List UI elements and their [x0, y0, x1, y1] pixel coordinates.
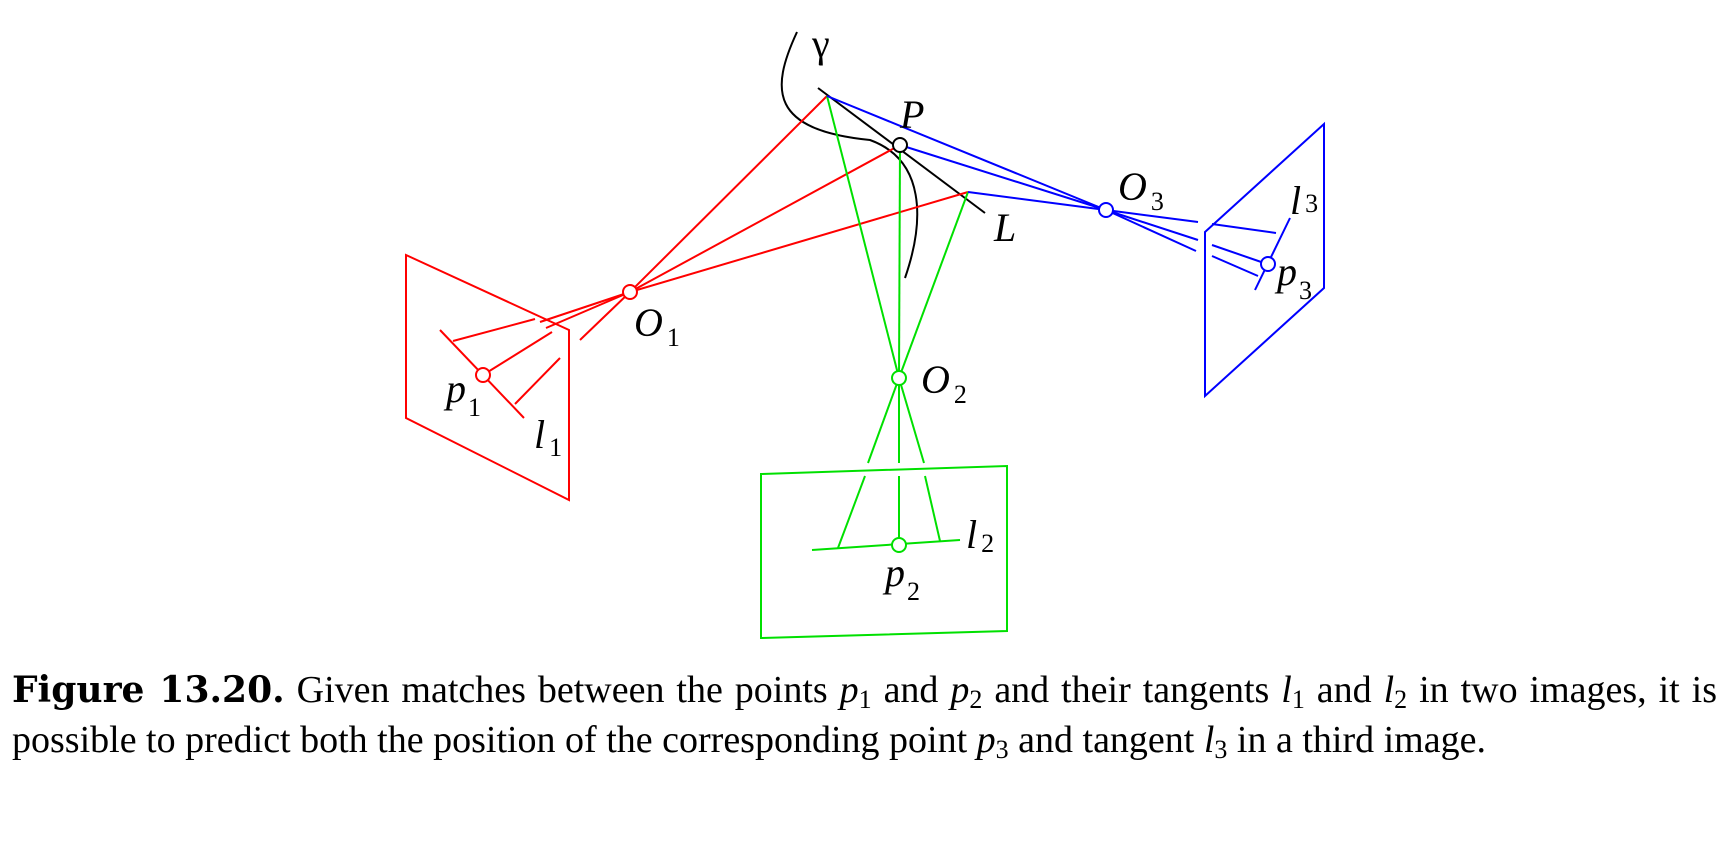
- math-p3: p3: [976, 719, 1009, 764]
- ray-3-top: [826, 95, 1107, 211]
- image-plane-3: [1204, 121, 1325, 399]
- projection-3a: [1105, 209, 1199, 223]
- camera-3: [826, 95, 1325, 399]
- tangent-l3: [1254, 217, 1291, 291]
- math-l3: l3: [1203, 719, 1228, 764]
- caption-text: in a third image.: [1227, 719, 1486, 761]
- image-ray-1c: [514, 357, 561, 405]
- ray-1-top: [629, 95, 828, 293]
- optical-center-O1: [622, 284, 638, 300]
- projection-1a: [539, 291, 631, 323]
- image-ray-1a: [452, 318, 536, 342]
- caption-text: and: [871, 669, 951, 711]
- ray-3-point: [899, 144, 1107, 211]
- math-l2: l2: [1383, 669, 1408, 714]
- image-point-p3: [1260, 256, 1276, 272]
- image-ray-3a: [1211, 223, 1277, 234]
- math-p1: p1: [839, 669, 872, 714]
- ray-1-point: [629, 144, 901, 293]
- tangent-l2: [811, 539, 961, 551]
- curve-gamma: [780, 31, 919, 279]
- optical-center-O2: [891, 370, 907, 386]
- image-ray-1b: [482, 331, 553, 376]
- ray-2-top: [826, 95, 900, 379]
- image-ray-2c: [924, 475, 941, 542]
- caption-text: Given matches between the points: [284, 669, 840, 711]
- projection-2c: [898, 377, 925, 464]
- ray-2-point: [898, 144, 901, 379]
- caption-text: and tangent: [1008, 719, 1204, 761]
- image-ray-3c: [1211, 255, 1259, 277]
- projection-1c: [579, 291, 631, 341]
- image-plane-1: [405, 253, 570, 502]
- camera-2: [760, 95, 1008, 640]
- projection-3b: [1105, 209, 1199, 241]
- caption-text: and their tangents: [982, 669, 1282, 711]
- ray-1-bottom: [629, 191, 969, 293]
- image-point-p2: [891, 537, 907, 553]
- math-p2: p2: [950, 669, 983, 714]
- image-ray-2a: [837, 475, 866, 549]
- scene-point-P: [892, 137, 908, 153]
- label-P: P: [899, 92, 924, 137]
- ray-3-bottom: [967, 191, 1107, 211]
- image-ray-3b: [1211, 244, 1268, 265]
- camera-1: [405, 95, 969, 502]
- projection-1b: [545, 291, 631, 329]
- ray-2-bottom: [898, 191, 969, 379]
- image-plane-2: [760, 464, 1008, 640]
- label-p2: p2: [882, 550, 920, 606]
- figure-number: Figure 13.20.: [12, 669, 285, 711]
- label-p3: p3: [1274, 249, 1312, 305]
- image-point-p1: [475, 367, 491, 383]
- label-gamma: γ: [811, 21, 830, 66]
- figure-caption: Figure 13.20. Given matches between the …: [12, 665, 1717, 765]
- projection-2a: [867, 377, 900, 464]
- caption-text: in two images, it is possible to predict…: [12, 669, 1718, 761]
- math-l1: l1: [1281, 669, 1305, 714]
- caption-text: and: [1304, 669, 1384, 711]
- label-p1: p1: [443, 366, 481, 422]
- label-L: L: [993, 205, 1016, 250]
- projection-3c: [1105, 209, 1197, 252]
- optical-center-O3: [1098, 202, 1114, 218]
